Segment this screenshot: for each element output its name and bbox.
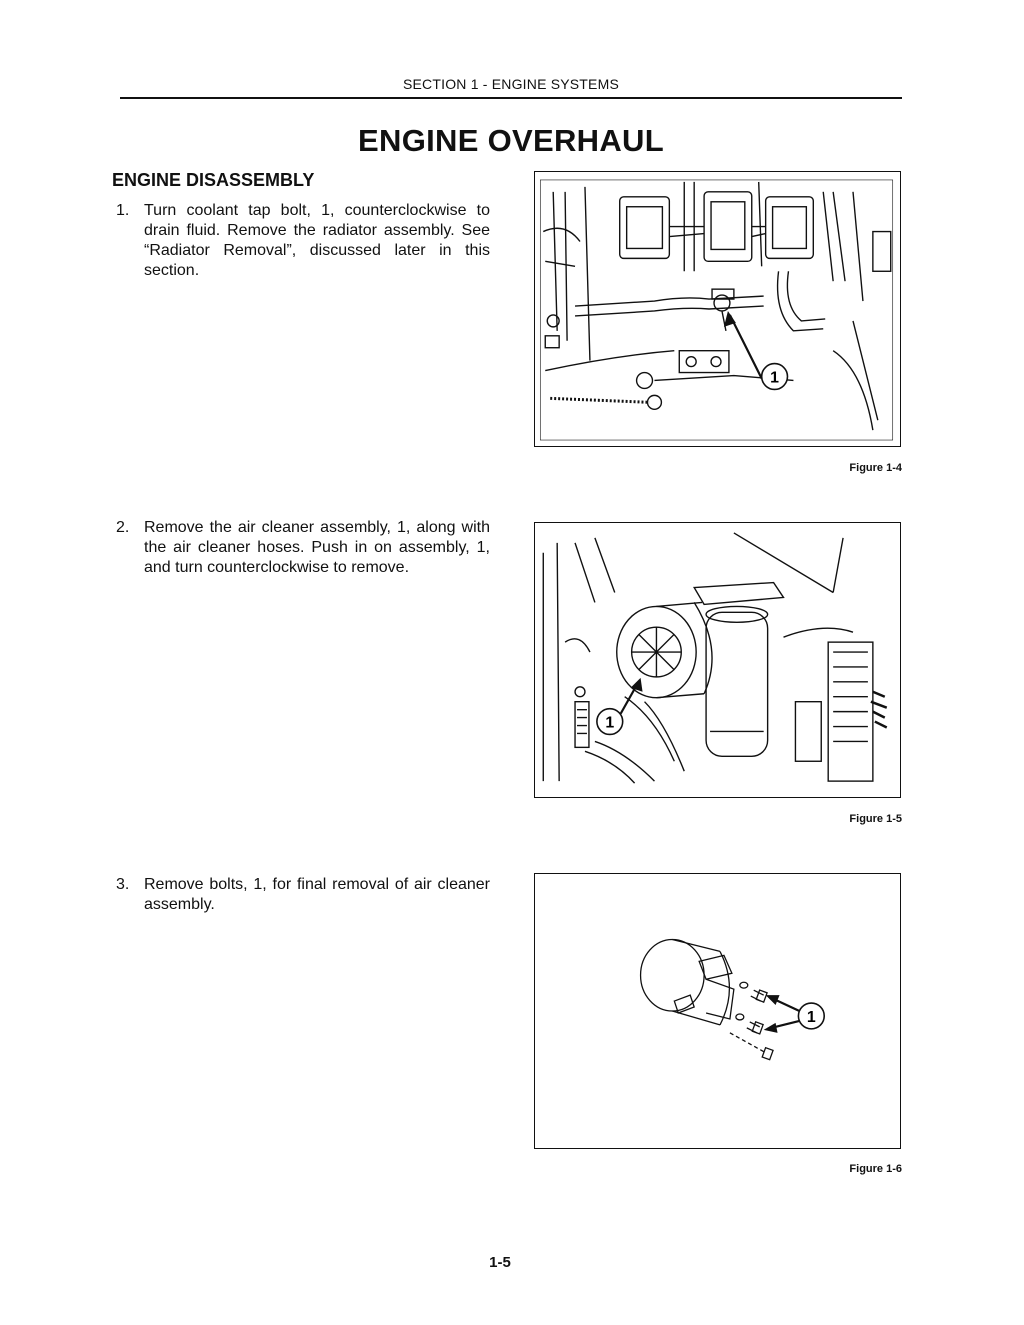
callout-1-circle bbox=[596, 707, 624, 736]
callout-1-label: 1 bbox=[770, 369, 779, 386]
step-3: 3. Remove bolts, 1, for final removal of… bbox=[116, 875, 490, 915]
step-text: Remove bolts, 1, for final removal of ai… bbox=[144, 876, 490, 913]
step-number: 3. bbox=[116, 876, 130, 893]
figure-1-6-caption: Figure 1-6 bbox=[849, 1163, 902, 1175]
step-text: Remove the air cleaner assembly, 1, alon… bbox=[144, 519, 490, 576]
step-number: 1. bbox=[116, 202, 130, 219]
figure-1-6-illustration: 1 bbox=[639, 938, 826, 1061]
callout-1-label: 1 bbox=[605, 715, 614, 732]
section-header: SECTION 1 - ENGINE SYSTEMS bbox=[402, 76, 619, 92]
callout-1-circle bbox=[760, 362, 789, 391]
figure-1-4-illustration: 1 bbox=[539, 179, 894, 441]
figure-1-5: 1 bbox=[534, 522, 901, 798]
figure-1-4: 1 bbox=[534, 171, 901, 447]
step-number: 2. bbox=[116, 519, 130, 536]
callout-1-circle bbox=[797, 1002, 826, 1030]
page-title: ENGINE OVERHAUL bbox=[358, 123, 664, 158]
figure-1-6: 1 bbox=[534, 873, 901, 1149]
step-2: 2. Remove the air cleaner assembly, 1, a… bbox=[116, 518, 490, 578]
page-number: 1-5 bbox=[489, 1254, 511, 1271]
step-text: Turn coolant tap bolt, 1, counterclockwi… bbox=[144, 202, 490, 279]
figure-1-5-illustration: 1 bbox=[542, 532, 888, 784]
header-rule bbox=[120, 97, 902, 99]
step-1: 1. Turn coolant tap bolt, 1, countercloc… bbox=[116, 201, 490, 281]
section-heading: ENGINE DISASSEMBLY bbox=[112, 170, 315, 190]
figure-1-4-caption: Figure 1-4 bbox=[849, 462, 902, 474]
callout-1-label: 1 bbox=[807, 1009, 816, 1026]
figure-1-5-caption: Figure 1-5 bbox=[849, 813, 902, 825]
